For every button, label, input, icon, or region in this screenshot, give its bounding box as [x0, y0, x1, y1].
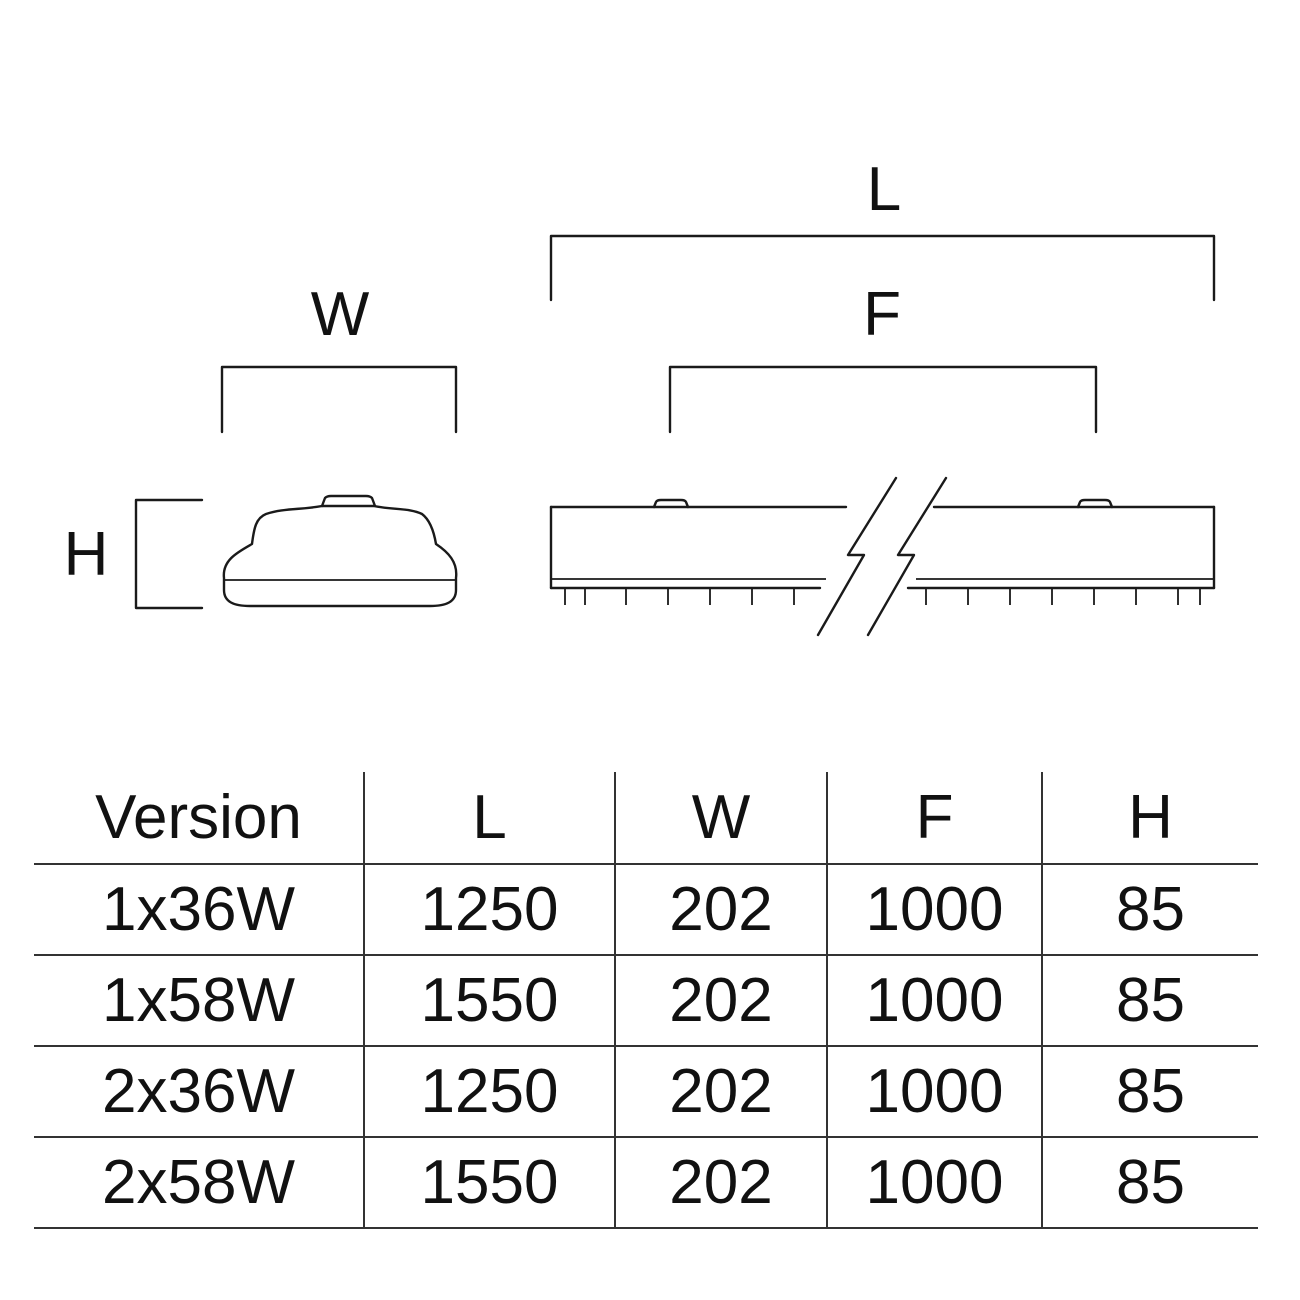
- cell-length: 1550: [364, 1137, 616, 1229]
- cell-version: 1x58W: [34, 955, 365, 1047]
- cell-length: 1550: [364, 955, 616, 1047]
- cell-width: 202: [615, 1137, 828, 1229]
- cell-width: 202: [615, 1046, 828, 1138]
- header-height: H: [1042, 772, 1258, 865]
- label-fixing: F: [863, 280, 901, 349]
- spec-table: Version L W F H 1x36W 1250 202 1000 85 1…: [34, 772, 1258, 1229]
- label-length: L: [867, 155, 901, 224]
- cell-length: 1250: [364, 864, 616, 956]
- luminaire-side-view: [549, 476, 1216, 637]
- table-row: 2x36W 1250 202 1000 85: [34, 1046, 1258, 1138]
- cell-length: 1250: [364, 1046, 616, 1138]
- table-row: 1x58W 1550 202 1000 85: [34, 955, 1258, 1047]
- luminaire-end-view: [222, 494, 458, 608]
- cell-height: 85: [1042, 1137, 1258, 1229]
- dimension-drawing: L F W H: [64, 155, 1216, 637]
- header-fixing: F: [827, 772, 1043, 865]
- cell-fixing: 1000: [827, 864, 1043, 956]
- header-length: L: [364, 772, 616, 865]
- table-row: 1x36W 1250 202 1000 85: [34, 864, 1258, 956]
- cell-fixing: 1000: [827, 1137, 1043, 1229]
- cell-height: 85: [1042, 864, 1258, 956]
- cell-width: 202: [615, 955, 828, 1047]
- cell-height: 85: [1042, 1046, 1258, 1138]
- bracket-fixing: [668, 365, 1098, 434]
- cell-version: 2x58W: [34, 1137, 365, 1229]
- table-header-row: Version L W F H: [34, 772, 1258, 865]
- header-width: W: [615, 772, 828, 865]
- bracket-height: [134, 498, 204, 610]
- cell-height: 85: [1042, 955, 1258, 1047]
- bracket-length: [549, 234, 1216, 302]
- cell-version: 1x36W: [34, 864, 365, 956]
- table-row: 2x58W 1550 202 1000 85: [34, 1137, 1258, 1229]
- cell-fixing: 1000: [827, 1046, 1043, 1138]
- label-height: H: [64, 520, 109, 589]
- label-width: W: [311, 280, 370, 349]
- cell-version: 2x36W: [34, 1046, 365, 1138]
- header-version: Version: [34, 772, 365, 865]
- bracket-width: [220, 365, 458, 434]
- cell-width: 202: [615, 864, 828, 956]
- cell-fixing: 1000: [827, 955, 1043, 1047]
